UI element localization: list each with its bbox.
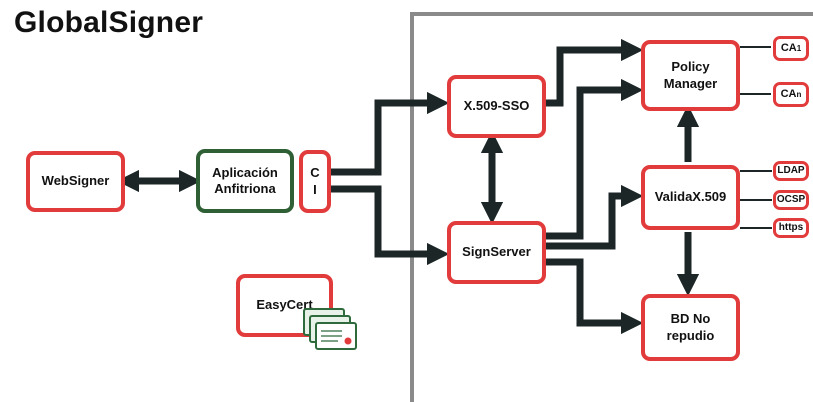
certificate-stack-icon bbox=[303, 308, 357, 350]
arrow-ci-signserver bbox=[331, 185, 450, 266]
can-subscript: n bbox=[796, 89, 802, 99]
arrow-signserver-valida bbox=[546, 184, 644, 250]
bd-no-repudio-node: BD No repudio bbox=[641, 294, 740, 361]
ca1-label: CA bbox=[780, 41, 797, 54]
x509-sso-node: X.509-SSO bbox=[447, 75, 546, 138]
ldap-node: LDAP bbox=[773, 161, 809, 181]
can-label: CA bbox=[780, 87, 797, 100]
aplicacion-anfitriona-node: Aplicación Anfitriona bbox=[196, 149, 294, 213]
https-node: https bbox=[773, 218, 809, 238]
arrow-signserver-bd bbox=[546, 258, 644, 335]
arrow-x509sso-policy bbox=[546, 38, 644, 107]
connector-layer bbox=[116, 38, 772, 335]
ocsp-node: OCSP bbox=[773, 190, 809, 210]
ca1-subscript: 1 bbox=[796, 43, 802, 53]
ci-node: C I bbox=[299, 150, 331, 213]
arrow-signserver-policy bbox=[546, 78, 644, 240]
validax509-node: ValidaX.509 bbox=[641, 165, 740, 230]
diagram-title: GlobalSigner bbox=[14, 6, 204, 39]
signserver-node: SignServer bbox=[447, 221, 546, 284]
websigner-node: WebSigner bbox=[26, 151, 125, 212]
policy-manager-node: Policy Manager bbox=[641, 40, 740, 111]
arrow-ci-x509sso bbox=[331, 91, 450, 176]
server-frame bbox=[410, 12, 813, 402]
